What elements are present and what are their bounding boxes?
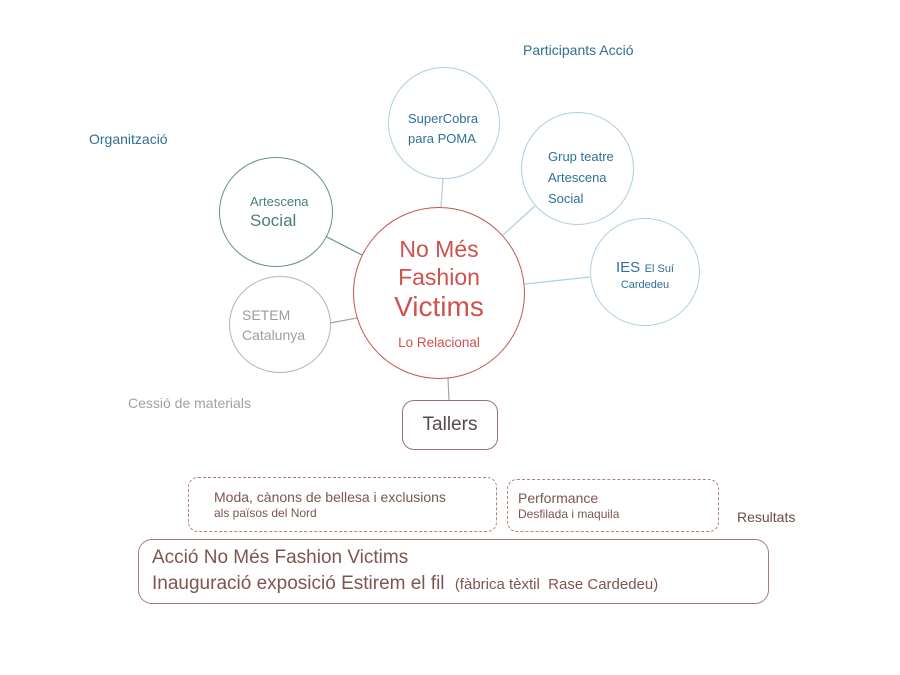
node-ies-el-sui: IES El Suí Cardedeu	[590, 218, 700, 326]
label-cessio-de-materials: Cessió de materials	[128, 395, 251, 411]
node-tallers: Tallers	[402, 400, 498, 450]
node-grup-teatre-line3: Social	[548, 190, 584, 206]
node-center-line2: Fashion	[398, 264, 480, 290]
box-accio-line2: Inauguració exposició Estirem el fil (fà…	[152, 571, 768, 598]
box-accio-line2-detail: (fàbrica tèxtil Rase Cardedeu)	[454, 576, 659, 593]
box-performance-subtitle: Desfilada i maquila	[518, 506, 620, 521]
connector-center-tallers	[447, 377, 450, 401]
node-center-line3: Victims	[394, 291, 484, 322]
node-center-line1: No Més	[399, 236, 479, 262]
node-artescena-line1: Artescena	[250, 194, 309, 209]
label-participants-accio: Participants Acció	[523, 42, 634, 58]
box-moda-subtitle: als països del Nord	[214, 505, 317, 520]
connector-supercobra-center	[440, 178, 444, 208]
connector-ies-center	[524, 276, 591, 285]
node-tallers-label: Tallers	[422, 414, 478, 435]
connector-artescena-center	[324, 235, 363, 256]
connector-setem-center	[329, 317, 358, 324]
box-performance-workshop: Performance Desfilada i maquila	[507, 479, 719, 532]
label-organitzacio: Organització	[89, 131, 168, 147]
node-ies-line1: IES El Suí	[591, 259, 699, 277]
node-no-mes-fashion-victims: No Més Fashion Victims Lo Relacional	[353, 207, 525, 379]
connector-grup-teatre-center	[502, 205, 536, 236]
node-supercobra-line1: SuperCobra	[408, 111, 479, 126]
box-accio-line1: Acció No Més Fashion Victims	[152, 547, 409, 568]
box-accio-line2-main: Inauguració exposició Estirem el fil	[152, 573, 445, 594]
node-setem-line1: SETEM	[242, 306, 291, 323]
node-artescena-line2: Social	[250, 211, 297, 230]
node-grup-teatre: Grup teatre Artescena Social	[521, 112, 634, 225]
node-center-subtitle: Lo Relacional	[398, 335, 480, 350]
node-ies-name: IES	[616, 258, 641, 276]
node-ies-name-suffix: El Suí	[644, 262, 674, 275]
box-performance-title: Performance	[518, 489, 599, 506]
node-supercobra-line2: para POMA	[408, 131, 476, 146]
node-ies-line2: Cardedeu	[620, 278, 670, 291]
node-grup-teatre-line1: Grup teatre	[548, 148, 614, 164]
node-setem-catalunya: SETEM Catalunya	[229, 276, 331, 373]
label-resultats: Resultats	[737, 509, 796, 525]
node-setem-line2: Catalunya	[242, 326, 306, 343]
box-moda-workshop: Moda, cànons de bellesa i exclusions als…	[188, 477, 497, 532]
box-accio-result: Acció No Més Fashion Victims Inauguració…	[138, 539, 769, 604]
box-moda-title: Moda, cànons de bellesa i exclusions	[214, 488, 446, 505]
node-artescena-social: Artescena Social	[219, 157, 333, 267]
node-grup-teatre-line2: Artescena	[548, 169, 607, 185]
node-supercobra: SuperCobra para POMA	[388, 67, 500, 179]
